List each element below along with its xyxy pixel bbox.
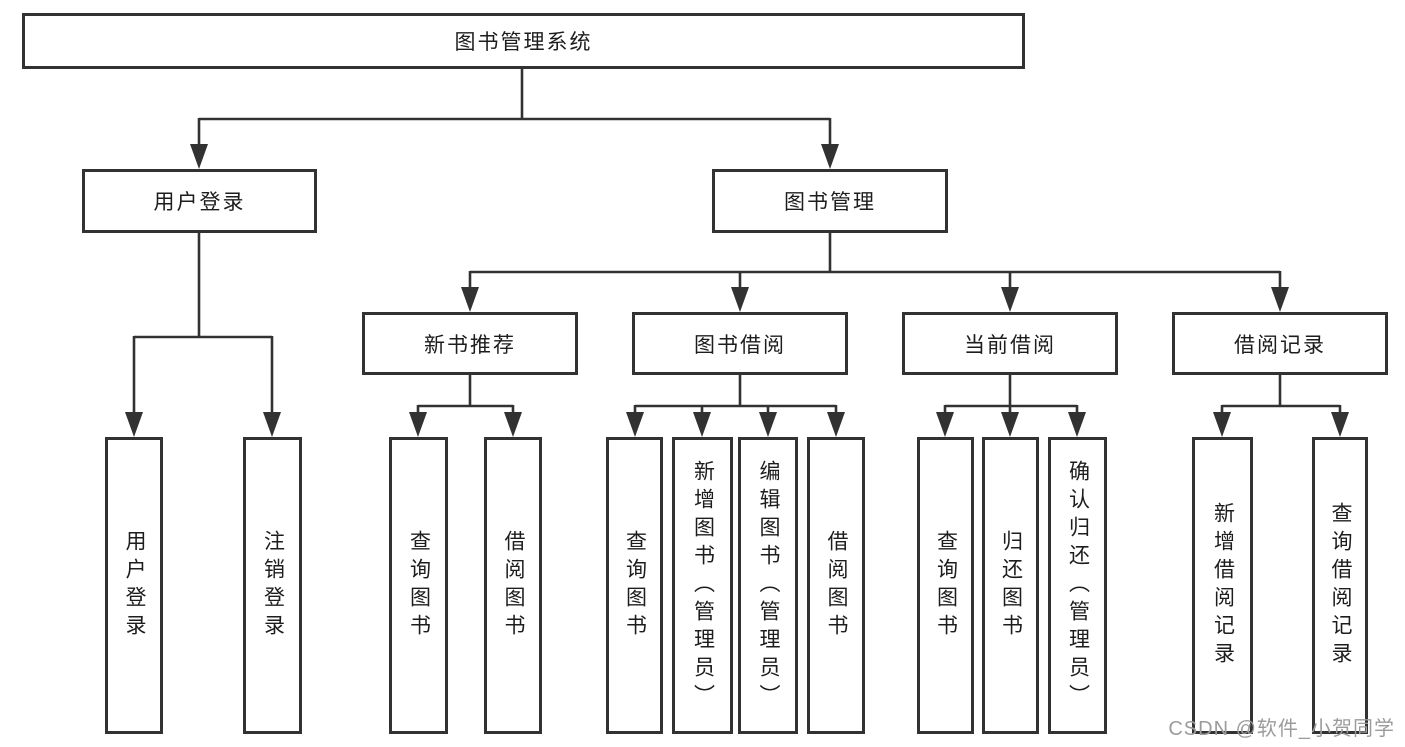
node-label: 确认归还（管理员） bbox=[1066, 459, 1090, 712]
arrowhead-icon bbox=[936, 412, 954, 437]
leaf-add-book-admin: 新增图书（管理员） bbox=[672, 437, 733, 734]
leaf-add-borrow-record: 新增借阅记录 bbox=[1192, 437, 1253, 734]
arrowhead-icon bbox=[190, 144, 208, 169]
node-label: 图书管理 bbox=[784, 191, 876, 214]
node-label: 当前借阅 bbox=[964, 333, 1056, 357]
node-label: 归还图书 bbox=[999, 529, 1023, 642]
leaf-query-borrow-record: 查询借阅记录 bbox=[1312, 437, 1368, 734]
node-label: 图书借阅 bbox=[694, 333, 786, 357]
leaf-confirm-return-admin: 确认归还（管理员） bbox=[1048, 437, 1107, 734]
node-current-borrow: 当前借阅 bbox=[902, 312, 1118, 375]
node-label: 查询图书 bbox=[934, 529, 958, 642]
arrowhead-icon bbox=[693, 412, 711, 437]
node-label: 借阅记录 bbox=[1234, 333, 1326, 357]
leaf-query-books-1: 查询图书 bbox=[389, 437, 448, 734]
node-label: 新增图书（管理员） bbox=[691, 459, 715, 712]
node-label: 借阅图书 bbox=[502, 529, 525, 642]
node-book-management: 图书管理 bbox=[712, 169, 948, 233]
leaf-query-books-2: 查询图书 bbox=[606, 437, 663, 734]
node-label: 用户登录 bbox=[123, 529, 146, 642]
arrowhead-icon bbox=[409, 412, 427, 437]
arrowhead-icon bbox=[1271, 287, 1289, 312]
arrowhead-icon bbox=[461, 287, 479, 312]
node-label: 编辑图书（管理员） bbox=[757, 459, 780, 712]
leaf-edit-book-admin: 编辑图书（管理员） bbox=[738, 437, 798, 734]
node-user-login-group: 用户登录 bbox=[82, 169, 317, 233]
node-label: 借阅图书 bbox=[825, 529, 848, 642]
arrowhead-icon bbox=[1001, 412, 1019, 437]
leaf-user-login: 用户登录 bbox=[105, 437, 163, 734]
arrowhead-icon bbox=[731, 287, 749, 312]
node-label: 图书管理系统 bbox=[454, 31, 593, 54]
arrowhead-icon bbox=[626, 412, 644, 437]
node-borrow-records: 借阅记录 bbox=[1172, 312, 1388, 375]
arrowhead-icon bbox=[759, 412, 777, 437]
leaf-borrow-books-1: 借阅图书 bbox=[484, 437, 542, 734]
arrowhead-icon bbox=[125, 412, 143, 437]
arrowhead-icon bbox=[1068, 412, 1086, 437]
node-label: 查询借阅记录 bbox=[1329, 501, 1352, 670]
node-label: 用户登录 bbox=[153, 191, 246, 214]
node-book-borrow: 图书借阅 bbox=[632, 312, 848, 375]
arrowhead-icon bbox=[504, 412, 522, 437]
node-label: 查询图书 bbox=[407, 529, 431, 642]
leaf-borrow-books-2: 借阅图书 bbox=[807, 437, 865, 734]
node-new-book-recommend: 新书推荐 bbox=[362, 312, 578, 375]
arrowhead-icon bbox=[1213, 412, 1231, 437]
leaf-logout: 注销登录 bbox=[243, 437, 302, 734]
arrowhead-icon bbox=[263, 412, 281, 437]
arrowhead-icon bbox=[1001, 287, 1019, 312]
node-root: 图书管理系统 bbox=[22, 13, 1025, 69]
arrowhead-icon bbox=[1331, 412, 1349, 437]
csdn-watermark: CSDN @软件_小贺同学 bbox=[1168, 718, 1395, 740]
leaf-query-books-3: 查询图书 bbox=[917, 437, 974, 734]
leaf-return-book: 归还图书 bbox=[982, 437, 1039, 734]
node-label: 新书推荐 bbox=[424, 333, 516, 357]
arrowhead-icon bbox=[821, 144, 839, 169]
node-label: 查询图书 bbox=[623, 529, 647, 642]
node-label: 注销登录 bbox=[261, 529, 285, 642]
node-label: 新增借阅记录 bbox=[1211, 501, 1235, 670]
arrowhead-icon bbox=[827, 412, 845, 437]
